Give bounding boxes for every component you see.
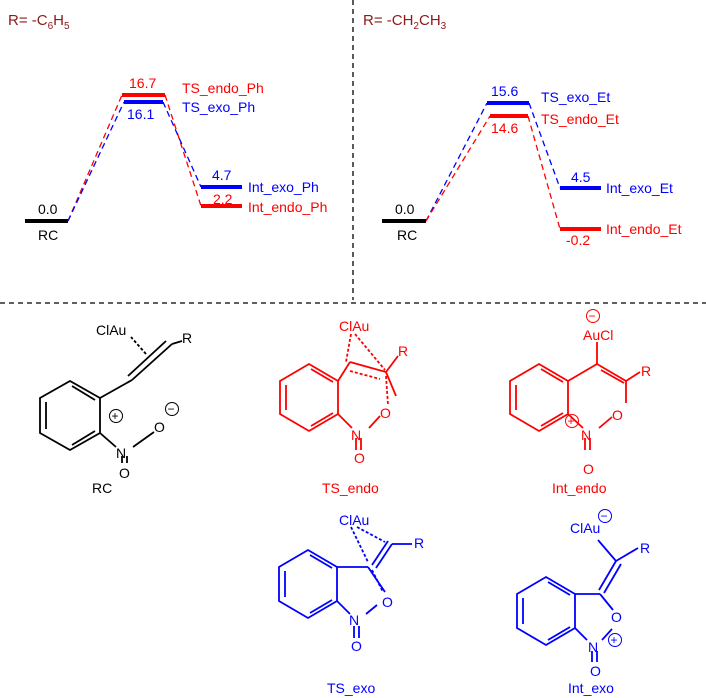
label-int-endo-ph: Int_endo_Ph (248, 199, 327, 215)
value-int-exo-ph: 4.7 (212, 167, 232, 183)
connector-rc-ts-endo-et (426, 116, 490, 221)
rc-plus-charge: + (112, 409, 119, 423)
ts-exo-name: TS_exo (327, 680, 375, 696)
label-int-endo-et: Int_endo_Et (606, 221, 682, 237)
structure-int-exo-labels: ClAu R N O O + − Int_exo (568, 509, 650, 696)
int-exo-clau-label: ClAu (570, 520, 600, 536)
value-ts-exo-ph: 16.1 (127, 106, 154, 122)
structure-rc (40, 337, 182, 463)
connector-rc-ts-exo-ph (68, 102, 124, 221)
rc-n-label: N (116, 445, 126, 461)
connector-rc-ts-exo-et (426, 103, 487, 221)
structure-rc-labels: ClAu R N O O + − RC (92, 322, 192, 496)
structure-int-endo-labels: AuCl R N O O + − Int_endo (552, 309, 651, 496)
ts-exo-o2-label: O (351, 638, 362, 654)
int-exo-n-label: N (588, 639, 598, 655)
int-endo-o-label: O (612, 407, 623, 423)
ts-endo-r-label: R (398, 343, 408, 359)
int-exo-name: Int_exo (568, 680, 614, 696)
ts-exo-clau-label: ClAu (339, 512, 369, 528)
label-ts-exo-ph: TS_exo_Ph (182, 99, 255, 115)
label-ts-exo-et: TS_exo_Et (541, 89, 610, 105)
label-int-exo-et: Int_exo_Et (606, 180, 673, 196)
ts-exo-n-label: N (349, 612, 359, 628)
ts-endo-n-label: N (351, 427, 361, 443)
ts-exo-r-label: R (414, 535, 424, 551)
int-endo-plus-charge: + (568, 414, 575, 428)
rc-minus-charge: − (168, 402, 175, 416)
value-int-endo-ph: 2.2 (213, 191, 233, 207)
structure-ts-endo-labels: ClAu R N O O TS_endo (322, 318, 408, 496)
panel-phenyl: R= -C6H5 0.0 RC 16.7 TS_endo_Ph 16.1 TS_… (8, 12, 327, 243)
value-rc-et: 0.0 (395, 201, 415, 217)
ts-endo-name: TS_endo (322, 480, 379, 496)
int-exo-plus-charge: + (611, 633, 618, 647)
connector-rc-ts-endo-ph (68, 95, 122, 221)
value-ts-endo-et: 14.6 (491, 120, 518, 136)
int-exo-minus-charge: − (601, 509, 608, 523)
rc-r-label: R (182, 330, 192, 346)
panel-ph-header: R= -C6H5 (8, 12, 70, 32)
int-endo-o2-label: O (583, 461, 594, 477)
structure-ts-endo (280, 334, 398, 450)
int-endo-r-label: R (641, 363, 651, 379)
rc-name: RC (92, 480, 112, 496)
rc-clau-label: ClAu (96, 322, 126, 338)
label-int-exo-ph: Int_exo_Ph (248, 179, 319, 195)
value-ts-exo-et: 15.6 (491, 83, 518, 99)
int-endo-minus-charge: − (589, 309, 596, 323)
connector-ts-int-endo-et (528, 116, 560, 229)
value-rc-ph: 0.0 (38, 201, 58, 217)
structure-ts-exo-labels: ClAu R N O O TS_exo (327, 512, 424, 696)
label-ts-endo-ph: TS_endo_Ph (182, 80, 264, 96)
panel-et-header: R= -CH2CH3 (363, 12, 447, 32)
int-exo-o2-label: O (590, 663, 601, 679)
value-ts-endo-ph: 16.7 (129, 75, 156, 91)
int-endo-aucl-label: AuCl (583, 327, 613, 343)
panel-ethyl: R= -CH2CH3 0.0 RC 15.6 TS_exo_Et 14.6 TS… (363, 12, 682, 248)
structure-int-endo (510, 310, 640, 451)
value-int-endo-et: -0.2 (566, 232, 590, 248)
int-endo-n-label: N (581, 427, 591, 443)
label-rc-ph: RC (38, 227, 58, 243)
structure-ts-exo (279, 527, 412, 638)
int-exo-o-label: O (611, 609, 622, 625)
ts-endo-o2-label: O (354, 450, 365, 466)
ts-endo-clau-label: ClAu (339, 318, 369, 334)
label-ts-endo-et: TS_endo_Et (541, 111, 619, 127)
ts-exo-o-label: O (382, 594, 393, 610)
label-rc-et: RC (397, 227, 417, 243)
value-int-exo-et: 4.5 (571, 169, 591, 185)
ts-endo-o-label: O (380, 405, 391, 421)
rc-o-label: O (154, 419, 165, 435)
rc-o2-label: O (119, 465, 130, 481)
int-exo-r-label: R (640, 540, 650, 556)
int-endo-name: Int_endo (552, 480, 607, 496)
